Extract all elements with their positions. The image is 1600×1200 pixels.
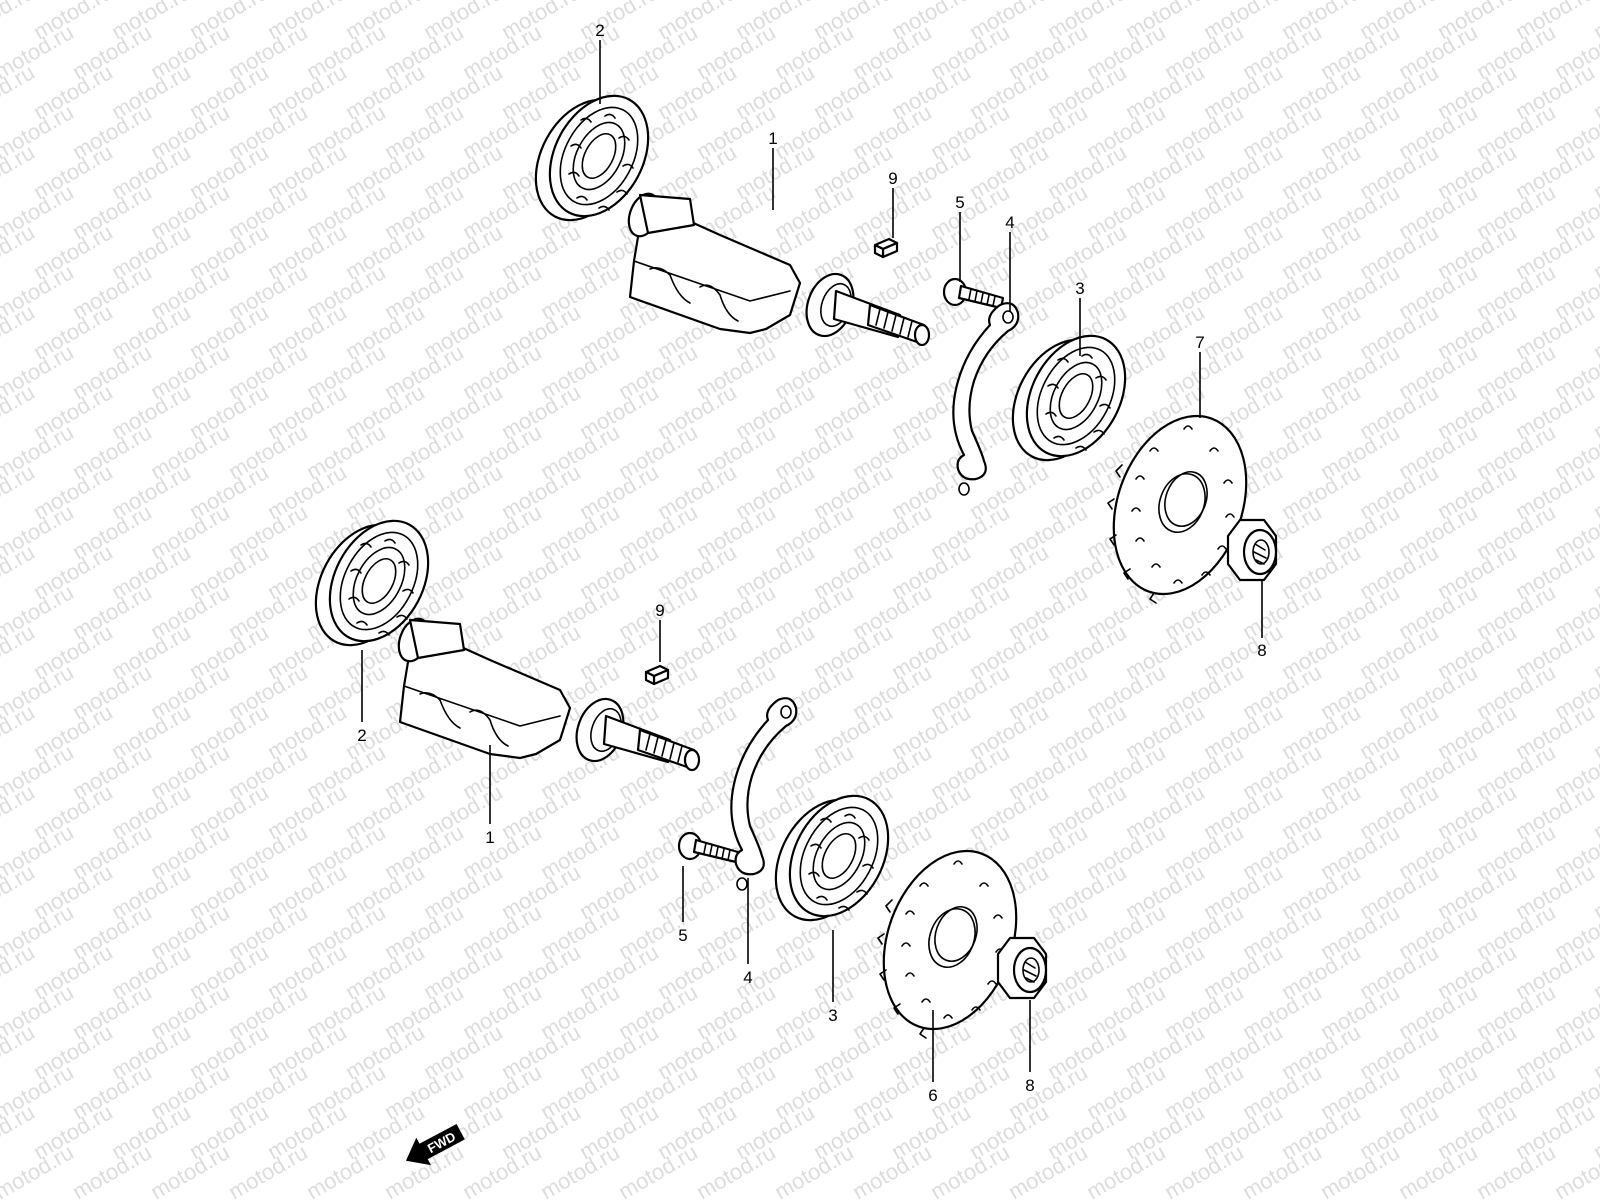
bottom-callout-1: 1 bbox=[485, 828, 494, 847]
bottom-callout-9: 9 bbox=[655, 601, 664, 620]
top-callout-9: 9 bbox=[888, 169, 897, 188]
top-callout-1: 1 bbox=[768, 129, 777, 148]
bottom-nut bbox=[996, 936, 1048, 1000]
bottom-callout-2: 2 bbox=[357, 726, 366, 745]
bottom-assembly: 9 2 1 5 4 3 6 8 bbox=[295, 502, 1048, 1105]
top-callout-7: 7 bbox=[1195, 333, 1204, 352]
top-nut bbox=[1226, 518, 1278, 582]
top-callout-8: 8 bbox=[1257, 641, 1266, 660]
bottom-callout-5: 5 bbox=[678, 926, 687, 945]
top-callout-5: 5 bbox=[955, 193, 964, 212]
bottom-callout-6: 6 bbox=[928, 1086, 937, 1105]
top-callout-2: 2 bbox=[595, 21, 604, 40]
bottom-callout-8: 8 bbox=[1025, 1076, 1034, 1095]
top-callout-3: 3 bbox=[1075, 279, 1084, 298]
bottom-callout-3: 3 bbox=[828, 1006, 837, 1025]
watermark-text: motod.ru bbox=[1589, 0, 1600, 44]
top-callout-4: 4 bbox=[1005, 213, 1014, 232]
bottom-callout-4: 4 bbox=[743, 968, 752, 987]
top-assembly: 2 1 9 5 4 3 7 8 bbox=[515, 21, 1278, 660]
